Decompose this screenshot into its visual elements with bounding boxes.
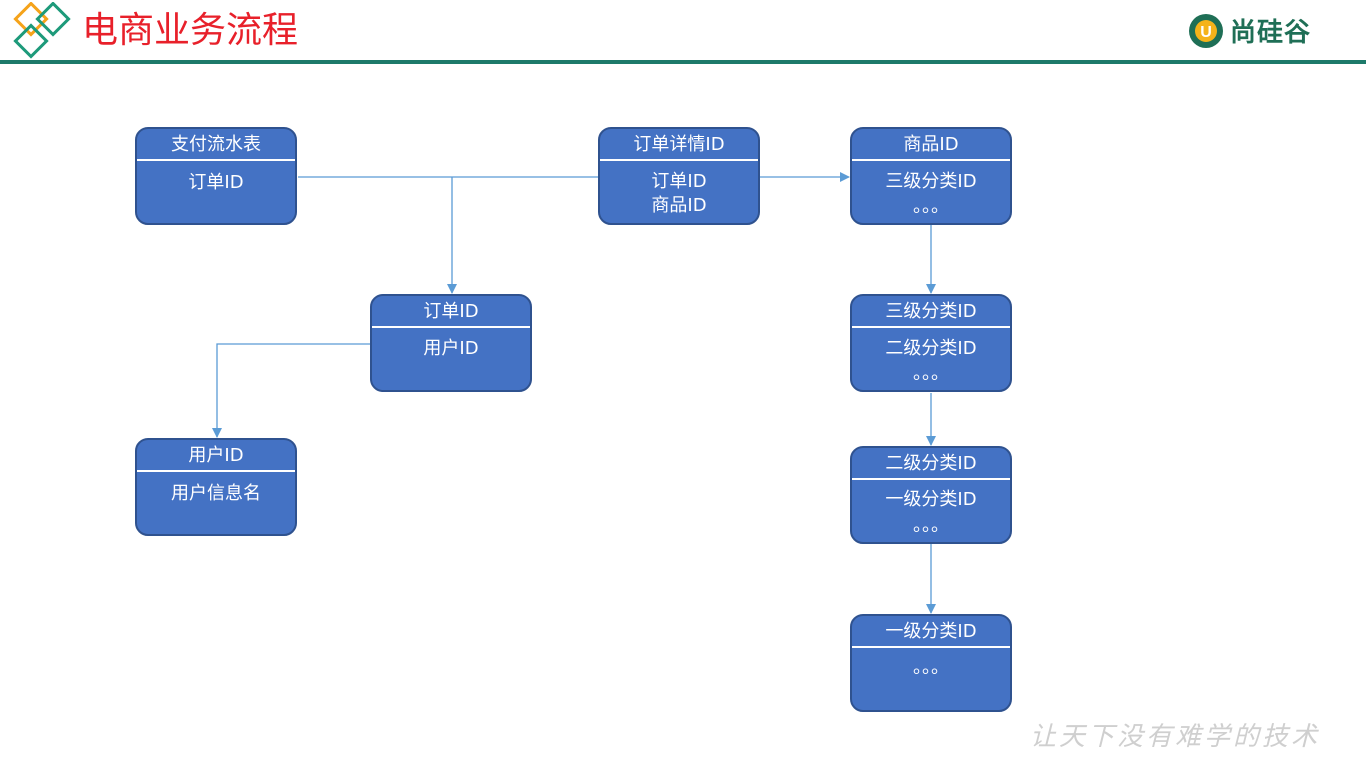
node-field: 。。。 xyxy=(913,657,949,678)
node-field: 用户信息名 xyxy=(171,483,261,504)
node-field: 二级分类ID xyxy=(885,338,977,359)
node-field: 。。。 xyxy=(913,196,949,217)
node-field: 一级分类ID xyxy=(885,489,977,510)
node-field: 。。。 xyxy=(913,515,949,536)
node-divider xyxy=(852,478,1010,480)
header-divider xyxy=(0,60,1366,64)
node-divider xyxy=(137,159,295,161)
node-category2: 二级分类ID 一级分类ID 。。。 xyxy=(850,446,1012,544)
node-divider xyxy=(600,159,758,161)
page-title: 电商业务流程 xyxy=(82,10,299,51)
node-title: 用户ID xyxy=(188,445,244,466)
node-field: 。。。 xyxy=(913,363,949,384)
node-title: 支付流水表 xyxy=(171,134,261,155)
node-title: 三级分类ID xyxy=(885,301,977,322)
node-field: 订单ID xyxy=(651,171,707,192)
node-title: 商品ID xyxy=(903,134,959,155)
connector-order-user xyxy=(212,343,370,438)
node-product: 商品ID 三级分类ID 。。。 xyxy=(850,127,1012,225)
node-divider xyxy=(852,646,1010,648)
node-user: 用户ID 用户信息名 xyxy=(135,438,297,536)
node-field: 商品ID xyxy=(651,195,707,216)
node-title: 订单ID xyxy=(423,301,479,322)
node-category3: 三级分类ID 二级分类ID 。。。 xyxy=(850,294,1012,392)
svg-text:U: U xyxy=(1200,24,1212,41)
node-field: 订单ID xyxy=(188,172,244,193)
node-title: 一级分类ID xyxy=(885,621,977,642)
node-payment-flow: 支付流水表 订单ID xyxy=(135,127,297,225)
node-field: 三级分类ID xyxy=(885,171,977,192)
node-category1: 一级分类ID 。。。 xyxy=(850,614,1012,712)
node-field: 用户ID xyxy=(423,338,479,359)
node-divider xyxy=(852,326,1010,328)
node-order: 订单ID 用户ID xyxy=(370,294,532,392)
node-title: 二级分类ID xyxy=(885,453,977,474)
company-logo-icon: U xyxy=(1189,13,1223,48)
node-divider xyxy=(137,470,295,472)
node-divider xyxy=(852,159,1010,161)
diamond-logo-icon xyxy=(13,2,71,59)
company-name: 尚硅谷 xyxy=(1230,18,1312,48)
node-divider xyxy=(372,326,530,328)
node-order-detail: 订单详情ID 订单ID 商品ID xyxy=(598,127,760,225)
company-logo: U 尚硅谷 xyxy=(1188,12,1311,49)
slogan-watermark: 让天下没有难学的技术 xyxy=(1030,722,1321,752)
node-title: 订单详情ID xyxy=(633,134,725,155)
